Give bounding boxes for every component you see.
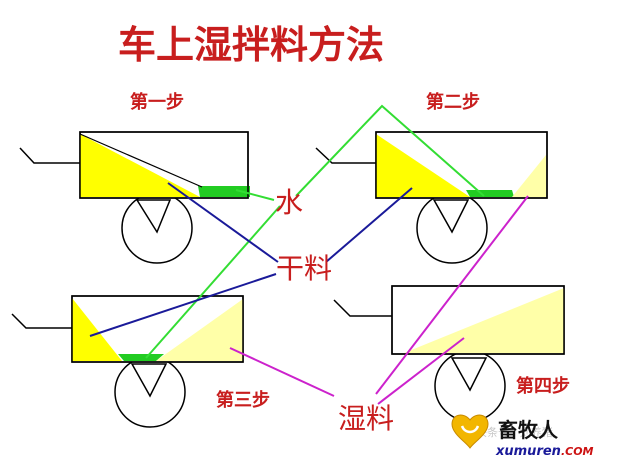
watermark-brand: 畜牧人 <box>498 418 559 442</box>
cart-handle <box>316 148 378 163</box>
dry-feed-label: 干料 <box>276 252 332 285</box>
dry-line-to-cart2 <box>326 188 412 262</box>
cart-step-1 <box>20 132 250 263</box>
cart-step-4 <box>334 286 564 421</box>
water-puddle <box>118 354 164 361</box>
water-puddle <box>466 190 514 197</box>
step-3-label: 第三步 <box>216 389 270 411</box>
cart-handle <box>334 300 394 316</box>
water-label: 水 <box>275 186 303 219</box>
step-4-label: 第四步 <box>516 375 570 397</box>
watermark-site: xumuren.COM <box>495 444 594 459</box>
step-2-label: 第二步 <box>426 91 480 113</box>
watermark: 头条号 / 刘养猪 畜牧人 xumuren.COM <box>452 415 594 459</box>
diagram-title: 车上湿拌料方法 <box>118 23 384 67</box>
cart-wheel <box>122 193 192 263</box>
cart-wheel <box>115 357 185 427</box>
cart-handle <box>12 314 72 328</box>
cart-wheel <box>417 193 487 263</box>
cart-step-2 <box>316 132 547 263</box>
cart-wheel <box>435 351 505 421</box>
step-1-label: 第一步 <box>130 91 184 113</box>
cart-step-3 <box>12 296 243 427</box>
cart-handle <box>20 148 80 163</box>
wet-feed-label: 湿料 <box>338 402 394 435</box>
wet-line-to-cart3 <box>230 348 334 396</box>
